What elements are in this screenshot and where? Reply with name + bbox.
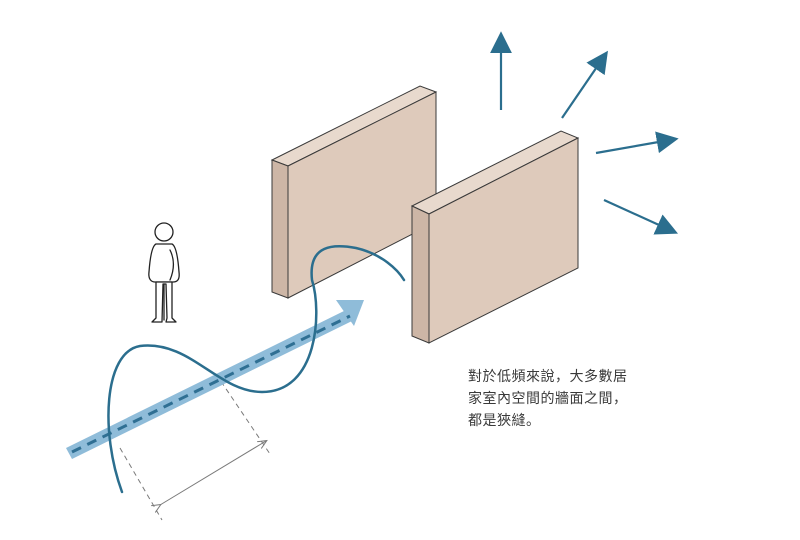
right-wall [410,130,580,344]
person-legs [151,281,177,323]
incoming-arrow-band [66,310,352,459]
dimension-line [160,441,266,505]
person-torso [148,243,180,283]
person-head [154,222,174,242]
incoming-arrow-dash [71,314,351,454]
person-icon [148,222,180,323]
wavelength-dimension [119,373,271,521]
left-wall-side [271,159,289,299]
right-wall-side [411,205,430,344]
caption-line-1: 對於低頻來說，大多數居 [468,369,628,385]
caption-line-3: 都是狹縫。 [468,413,541,429]
left-wall [270,85,438,299]
caption-text: 對於低頻來說，大多數居 家室內空間的牆面之間， 都是狹縫。 [468,366,668,432]
arrow-down-right-icon [603,198,679,235]
incoming-arrow [66,300,364,459]
incoming-arrow-head [336,300,364,326]
person-arm [169,249,175,281]
dimension-extension-left [119,447,163,521]
dimension-extension-right [215,373,271,455]
arrow-right-icon [595,131,679,155]
sound-wave [107,245,406,494]
diffraction-arrows [490,31,679,235]
arrow-up-right-icon [561,50,608,119]
right-wall-front [428,137,579,344]
caption-line-2: 家室內空間的牆面之間， [468,391,628,407]
